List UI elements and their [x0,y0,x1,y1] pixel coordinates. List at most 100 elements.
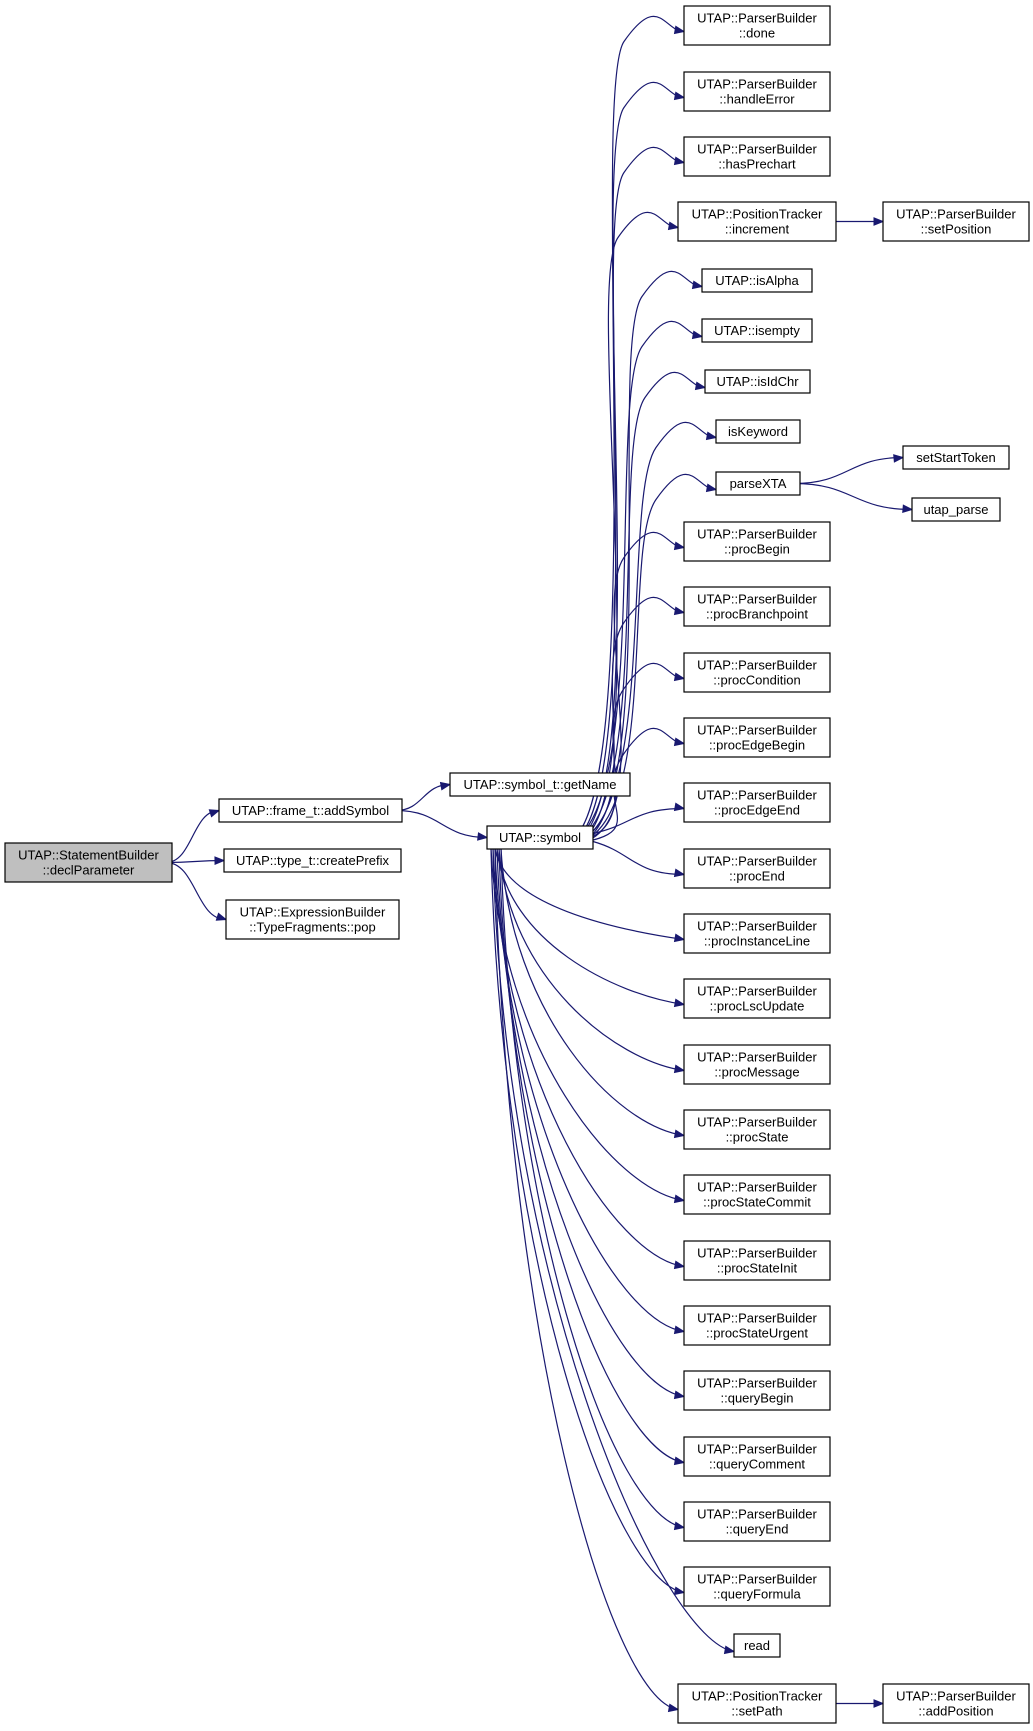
edge-symbol-to-proc-instance-line [494,848,686,943]
node-label: UTAP::ParserBuilder [697,984,817,999]
node-box [683,1370,831,1411]
node-label: ::done [739,26,775,41]
node-box [683,717,831,758]
node-box [683,5,831,46]
node-label: UTAP::frame_t::addSymbol [232,803,389,818]
node-box [4,842,173,883]
node-isempty[interactable]: UTAP::isempty [701,318,813,343]
node-label: ::declParameter [43,863,135,878]
node-create-prefix[interactable]: UTAP::type_t::createPrefix [223,848,402,873]
node-set-start-token[interactable]: setStartToken [902,445,1010,470]
node-increment[interactable]: UTAP::PositionTracker::increment [677,201,837,242]
node-box [683,1109,831,1150]
node-label: UTAP::ParserBuilder [697,527,817,542]
edge-arrowhead [705,431,718,441]
edge-arrowhead [673,998,686,1008]
edge-symbol-to-proc-branchpoint [562,596,686,845]
edge-line [494,848,685,1333]
node-label: UTAP::ParserBuilder [697,1507,817,1522]
edge-line [496,848,685,1006]
edge-symbol-to-query-end [500,848,686,1531]
node-label: UTAP::ParserBuilder [697,788,817,803]
node-box [683,586,831,627]
edge-arrowhead [673,156,686,166]
edge-arrowhead [673,606,686,616]
edge-arrowhead [673,1390,686,1400]
node-proc-message[interactable]: UTAP::ParserBuilder::procMessage [683,1044,831,1085]
node-label: UTAP::symbol_t::getName [464,777,617,792]
edge-line [793,482,913,511]
node-proc-branchpoint[interactable]: UTAP::ParserBuilder::procBranchpoint [683,586,831,627]
edge-symbol-to-proc-state-commit [490,848,686,1204]
node-set-position[interactable]: UTAP::ParserBuilder::setPosition [882,201,1030,242]
node-proc-begin[interactable]: UTAP::ParserBuilder::procBegin [683,521,831,562]
node-symbol[interactable]: UTAP::symbol [486,825,594,850]
node-parse-xta[interactable]: parseXTA [715,471,801,496]
edge-symbol-to-handle-error [565,81,686,845]
edge-line [562,596,685,845]
node-read[interactable]: read [733,1633,781,1658]
edge-arrowhead [439,781,452,791]
node-proc-lsc-update[interactable]: UTAP::ParserBuilder::procLscUpdate [683,978,831,1019]
node-label: UTAP::ParserBuilder [697,1442,817,1457]
node-box [701,318,813,343]
node-query-formula[interactable]: UTAP::ParserBuilder::queryFormula [683,1566,831,1607]
node-query-comment[interactable]: UTAP::ParserBuilder::queryComment [683,1436,831,1477]
edge-arrowhead [705,483,718,493]
edge-line [498,848,685,1072]
edge-symbol-to-proc-edge-end [592,802,686,835]
node-proc-state-commit[interactable]: UTAP::ParserBuilder::procStateCommit [683,1174,831,1215]
node-decl-parameter[interactable]: UTAP::StatementBuilder::declParameter [4,842,173,883]
edge-arrowhead [673,1194,686,1204]
node-label: UTAP::symbol [499,830,581,845]
edge-line [562,320,703,845]
node-proc-instance-line[interactable]: UTAP::ParserBuilder::procInstanceLine [683,913,831,954]
node-box [683,978,831,1019]
edge-line [592,807,685,835]
edge-arrowhead [673,672,686,682]
edge-arrowhead [208,809,221,818]
edge-arrowhead [873,217,885,226]
node-label: ::procEdgeBegin [709,738,805,753]
edge-increment-to-set-position [830,217,885,226]
edge-symbol-to-increment [571,211,680,845]
node-is-alpha[interactable]: UTAP::isAlpha [701,268,813,293]
node-utap-parse[interactable]: utap_parse [911,497,1001,522]
node-add-symbol[interactable]: UTAP::frame_t::addSymbol [218,798,403,823]
edge-line [395,809,488,839]
node-box [683,1174,831,1215]
node-proc-end[interactable]: UTAP::ParserBuilder::procEnd [683,848,831,889]
node-proc-edge-end[interactable]: UTAP::ParserBuilder::procEdgeEnd [683,782,831,823]
edge-line [494,848,679,1711]
node-handle-error[interactable]: UTAP::ParserBuilder::handleError [683,71,831,112]
node-query-end[interactable]: UTAP::ParserBuilder::queryEnd [683,1501,831,1542]
edge-line [565,81,685,845]
node-proc-edge-begin[interactable]: UTAP::ParserBuilder::procEdgeBegin [683,717,831,758]
node-label: ::increment [725,222,790,237]
edge-add-symbol-to-symbol [395,809,489,841]
node-proc-state-init[interactable]: UTAP::ParserBuilder::procStateInit [683,1240,831,1281]
node-proc-condition[interactable]: UTAP::ParserBuilder::procCondition [683,652,831,693]
node-query-begin[interactable]: UTAP::ParserBuilder::queryBegin [683,1370,831,1411]
edge-arrowhead [673,1129,686,1139]
node-label: UTAP::ParserBuilder [697,1376,817,1391]
edge-line [592,840,685,876]
node-done[interactable]: UTAP::ParserBuilder::done [683,5,831,46]
node-add-position[interactable]: UTAP::ParserBuilder::addPosition [882,1683,1030,1724]
node-box [683,652,831,693]
node-set-path[interactable]: UTAP::PositionTracker::setPath [677,1683,837,1724]
node-get-name[interactable]: UTAP::symbol_t::getName [449,772,631,797]
node-pop[interactable]: UTAP::ExpressionBuilder::TypeFragments::… [225,899,400,940]
edge-symbol-to-isempty [562,320,704,845]
node-has-prechart[interactable]: UTAP::ParserBuilder::hasPrechart [683,136,831,177]
node-label: UTAP::PositionTracker [692,1689,823,1704]
node-is-id-chr[interactable]: UTAP::isIdChr [704,369,811,394]
edge-line [568,727,685,845]
edge-arrowhead [893,454,905,463]
node-box [882,1683,1030,1724]
node-label: UTAP::ParserBuilder [697,1115,817,1130]
edge-line [571,211,679,845]
node-proc-state[interactable]: UTAP::ParserBuilder::procState [683,1109,831,1150]
node-proc-state-urgent[interactable]: UTAP::ParserBuilder::procStateUrgent [683,1305,831,1346]
node-is-keyword[interactable]: isKeyword [715,419,801,444]
